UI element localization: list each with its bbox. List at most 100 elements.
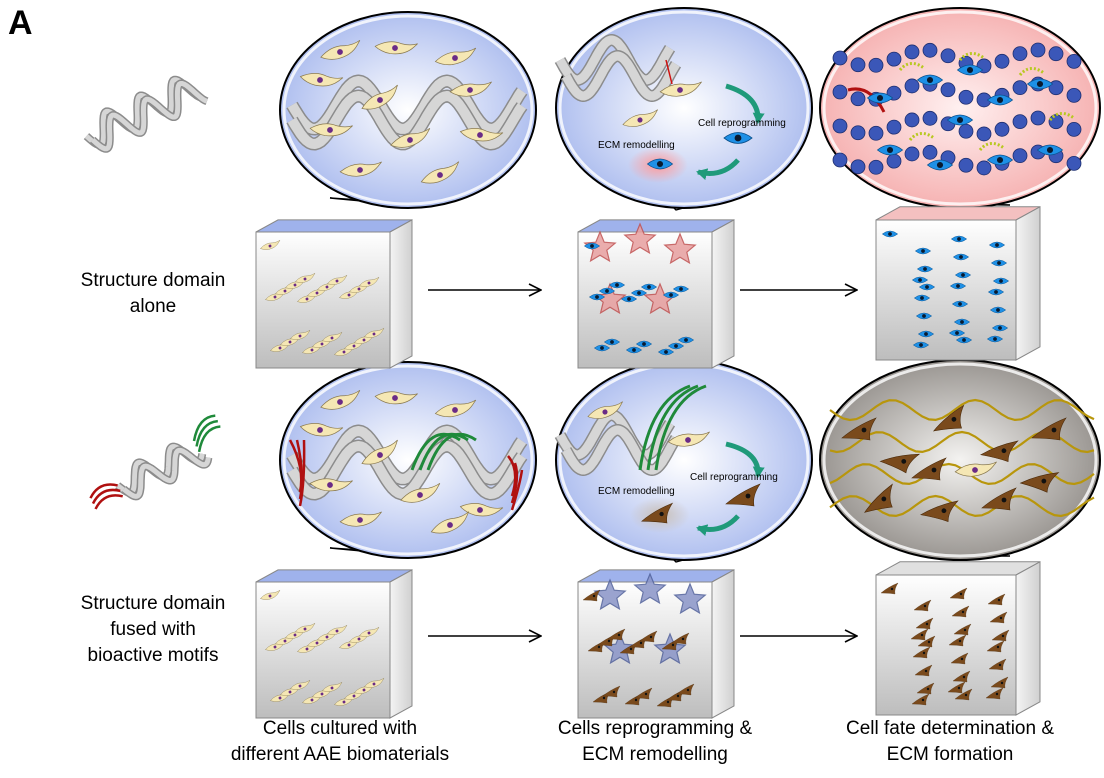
cell-reprogramming-label: Cell reprogramming — [690, 472, 778, 483]
differentiated-cell-icon — [989, 611, 1008, 624]
differentiated-cell-icon — [948, 634, 967, 647]
cell-icon — [374, 391, 418, 405]
teal-arrow-icon — [696, 514, 740, 537]
cell-icon — [667, 431, 710, 447]
column-label-culture: Cells cultured with different AAE biomat… — [190, 716, 490, 768]
cell-icon — [361, 439, 398, 465]
reprogrammed-cell-icon — [917, 330, 935, 338]
cell-icon — [622, 109, 658, 127]
differentiated-cell-icon — [987, 593, 1006, 606]
differentiated-cell-icon — [914, 664, 933, 677]
differentiated-cell-icon — [607, 628, 626, 641]
differentiated-cell-icon — [671, 632, 690, 645]
reprogrammed-cell-icon — [866, 92, 894, 104]
bubble-row1-fate — [819, 7, 1101, 209]
reprogrammed-cell-icon — [916, 265, 934, 273]
reprogrammed-cell-icon — [955, 336, 973, 344]
differentiated-cell-icon — [932, 404, 965, 432]
cell-icon — [459, 127, 504, 142]
row-label-structure-fused: Structure domain fused with bioactive mo… — [48, 591, 258, 669]
bubble-row2-culture — [279, 361, 537, 559]
differentiated-cell-icon — [910, 628, 929, 641]
cell-icon — [954, 461, 997, 477]
differentiated-cell-icon — [981, 487, 1017, 511]
differentiated-cell-icon — [988, 658, 1007, 671]
differentiated-cell-icon — [913, 599, 932, 612]
star-cell-icon — [633, 572, 667, 605]
reprogrammed-cell-icon — [992, 277, 1010, 285]
differentiated-cell-icon — [990, 676, 1009, 689]
formed-tissue-box-row1 — [875, 205, 1041, 361]
reprogrammed-cell-icon — [646, 158, 674, 170]
culture-box-row2 — [255, 569, 413, 719]
reprogrammed-cell-icon — [1036, 144, 1064, 156]
differentiated-cell-icon — [639, 630, 658, 643]
cell-icon — [364, 677, 385, 688]
differentiated-cell-icon — [911, 457, 947, 481]
reprogrammed-cell-icon — [630, 289, 648, 297]
structure-domain-icon — [83, 75, 209, 153]
reprogrammed-cell-icon — [603, 338, 621, 346]
cell-reprogramming-label: Cell reprogramming — [698, 118, 786, 129]
cell-icon — [295, 272, 316, 283]
column-label-line: Cells cultured with — [262, 718, 418, 739]
cell-icon — [659, 81, 702, 97]
reprogrammed-cell-icon — [583, 242, 601, 250]
cell-icon — [327, 274, 348, 285]
cell-icon — [309, 123, 353, 137]
column-label-fate: Cell fate determination & ECM formation — [800, 716, 1100, 768]
differentiated-cell-icon — [641, 502, 674, 524]
row-label-line: Structure domain — [80, 593, 226, 614]
cell-icon — [339, 511, 382, 527]
differentiated-cell-icon — [952, 670, 971, 683]
reprogrammed-cell-icon — [956, 64, 984, 76]
column-label-line: different AAE biomaterials — [230, 744, 450, 765]
differentiated-cell-icon — [953, 623, 972, 636]
reprogrammed-cell-icon — [876, 144, 904, 156]
differentiated-cell-icon — [582, 589, 601, 602]
reprogrammed-cell-icon — [987, 288, 1005, 296]
culture-box-row1 — [255, 219, 413, 369]
double-arrow-icon — [665, 59, 673, 85]
cell-icon — [587, 401, 623, 419]
differentiated-cell-icon — [986, 640, 1005, 653]
reprogrammed-cell-icon — [926, 159, 954, 171]
bubble-row2-fate — [819, 359, 1101, 561]
differentiated-cell-icon — [980, 440, 1019, 463]
cell-icon — [390, 127, 431, 148]
reprogrammed-cell-icon — [1026, 78, 1054, 90]
differentiated-cell-icon — [949, 587, 968, 600]
reprogrammed-cell-icon — [914, 247, 932, 255]
differentiated-cell-icon — [947, 681, 966, 694]
row-label-line: fused with — [110, 619, 196, 640]
cell-icon — [364, 327, 385, 338]
differentiated-cell-icon — [954, 688, 973, 701]
reprogrammed-cell-icon — [657, 348, 675, 356]
reprogrammed-cell-icon — [953, 318, 971, 326]
remodelling-box-row2 — [577, 569, 735, 719]
remodelling-box-row1 — [577, 219, 735, 369]
reprogrammed-cell-icon — [911, 276, 929, 284]
reprogrammed-cell-icon — [918, 283, 936, 291]
differentiated-cell-icon — [915, 617, 934, 630]
reprogrammed-cell-icon — [990, 259, 1008, 267]
reprogrammed-cell-icon — [988, 241, 1006, 249]
reprogrammed-cell-icon — [588, 293, 606, 301]
star-cell-icon — [623, 222, 657, 255]
cell-icon — [299, 422, 344, 437]
reprogrammed-cell-icon — [949, 282, 967, 290]
cell-icon — [430, 511, 470, 534]
differentiated-cell-icon — [676, 683, 695, 696]
differentiated-cell-icon — [1031, 417, 1067, 441]
cell-icon — [327, 624, 348, 635]
cell-icon — [309, 478, 353, 492]
reprogrammed-cell-icon — [881, 230, 899, 238]
differentiated-cell-icon — [950, 652, 969, 665]
row-label-line: bioactive motifs — [87, 645, 219, 666]
panel-letter: A — [8, 4, 33, 42]
column-label-reprogramming: Cells reprogramming & ECM remodelling — [505, 716, 805, 768]
star-cell-icon — [583, 230, 617, 263]
cell-icon — [320, 39, 361, 60]
